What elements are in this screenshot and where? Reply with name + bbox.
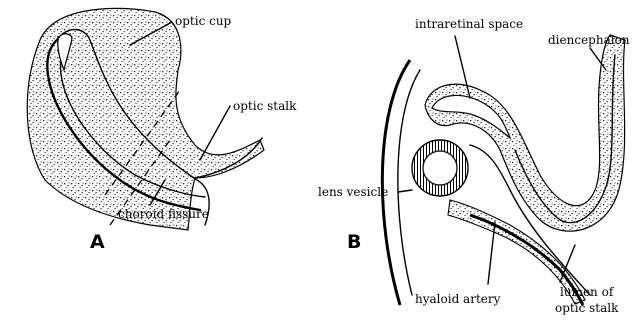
panel-letter-a: A (90, 231, 105, 253)
label-lens-vesicle: lens vesicle (318, 185, 388, 199)
label-optic-stalk: optic stalk (233, 99, 297, 113)
label-optic-cup: optic cup (175, 14, 232, 28)
panel-b: intraretinal space diencephalon lens ves… (318, 17, 630, 315)
lens-vesicle-lumen (423, 151, 457, 185)
panel-letter-b: B (347, 231, 361, 253)
label-choroid-fissure: choroid fissure (118, 207, 209, 221)
panel-a: optic cup optic stalk choroid fissure A (27, 8, 297, 253)
label-hyaloid-artery: hyaloid artery (415, 292, 501, 306)
label-lumen-line1: lumen of (560, 285, 615, 299)
leader-lens-vesicle (398, 190, 412, 192)
label-diencephalon: diencephalon (548, 33, 630, 47)
label-lumen-line2: optic stalk (555, 301, 619, 315)
leader-optic-stalk (200, 106, 230, 160)
label-intraretinal-space: intraretinal space (415, 17, 523, 31)
